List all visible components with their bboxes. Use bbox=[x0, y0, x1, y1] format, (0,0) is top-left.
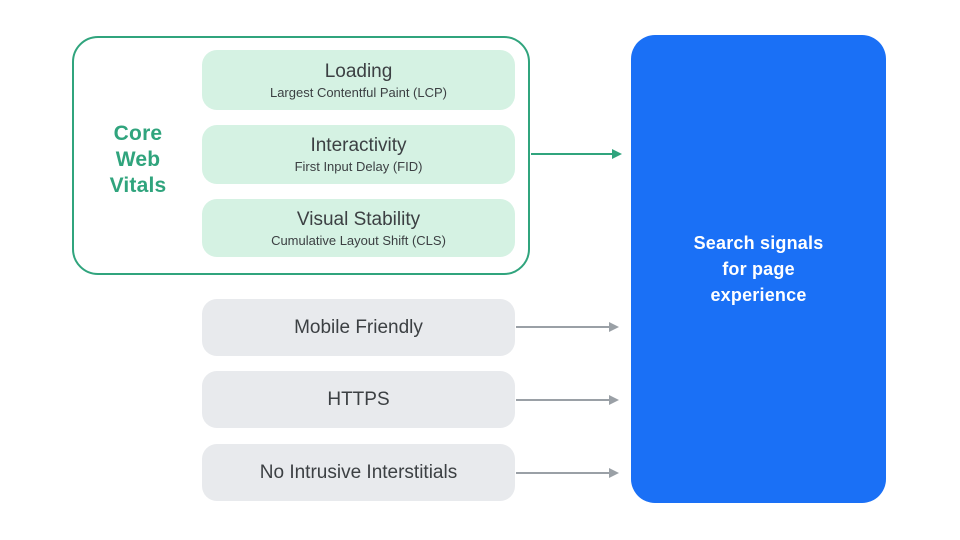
search-signals-label-line: for page bbox=[722, 259, 795, 279]
arrow-right-icon bbox=[516, 326, 609, 328]
search-signals-label-line: experience bbox=[710, 285, 807, 305]
arrow-right-icon bbox=[531, 153, 612, 155]
vital-card-loading: Loading Largest Contentful Paint (LCP) bbox=[202, 50, 515, 110]
core-web-vitals-label-line: Vitals bbox=[109, 174, 167, 197]
core-web-vitals-label-line: Core bbox=[113, 122, 163, 145]
vital-title: Visual Stability bbox=[296, 208, 421, 230]
signal-card-https: HTTPS bbox=[202, 371, 515, 428]
arrow-right-icon bbox=[516, 399, 609, 401]
vital-title: Interactivity bbox=[310, 135, 407, 156]
arrow-right-icon bbox=[516, 472, 609, 474]
signal-card-no-intrusive-interstitials: No Intrusive Interstitials bbox=[202, 444, 515, 501]
core-web-vitals-label-line: Web bbox=[115, 148, 161, 171]
signal-label: Mobile Friendly bbox=[294, 316, 423, 338]
vital-card-interactivity: Interactivity First Input Delay (FID) bbox=[202, 125, 515, 184]
vital-subtitle: First Input Delay (FID) bbox=[294, 159, 423, 174]
signal-card-mobile-friendly: Mobile Friendly bbox=[202, 299, 515, 356]
signal-label: No Intrusive Interstitials bbox=[259, 461, 458, 483]
search-signals-box: Search signals for page experience bbox=[631, 35, 886, 503]
search-signals-label-line: Search signals bbox=[693, 233, 824, 253]
signal-label: HTTPS bbox=[327, 388, 390, 410]
core-web-vitals-group-outline bbox=[72, 36, 530, 275]
vital-title: Loading bbox=[324, 60, 393, 82]
vital-subtitle: Largest Contentful Paint (LCP) bbox=[269, 84, 448, 100]
vital-card-visual-stability: Visual Stability Cumulative Layout Shift… bbox=[202, 199, 515, 257]
vital-subtitle: Cumulative Layout Shift (CLS) bbox=[271, 232, 446, 248]
core-web-vitals-label: Core Web Vitals bbox=[74, 121, 202, 199]
search-signals-label: Search signals for page experience bbox=[694, 230, 824, 308]
